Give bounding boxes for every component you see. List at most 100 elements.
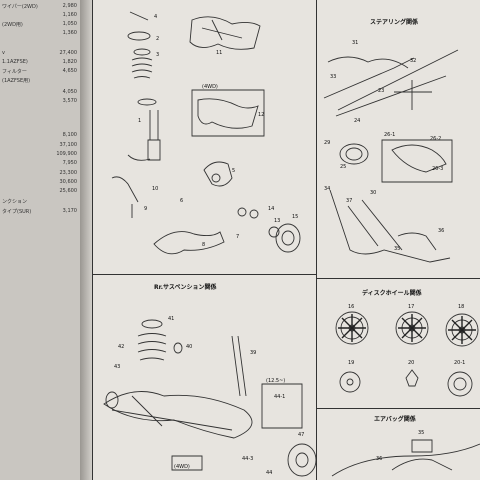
callout-12: 12: [258, 112, 265, 118]
price-row-value: 1,050: [62, 21, 77, 27]
callout-23: 23: [378, 88, 385, 94]
price-row: 109,900: [0, 151, 80, 158]
callout-9: 9: [144, 206, 148, 212]
parts-diagram: [103, 11, 480, 477]
callout-40: 40: [186, 344, 193, 350]
label-4wd-rear: (4WD): [174, 464, 190, 470]
price-row: 1.1AZFSE)1,820: [0, 59, 80, 66]
callout-24: 24: [354, 118, 361, 124]
disc-wheel-title: ディスクホイール関係: [362, 290, 422, 297]
price-row-name: 1.1AZFSE): [2, 59, 28, 65]
callout-33: 33: [330, 74, 337, 80]
callout-41: 41: [168, 316, 175, 322]
callout-15: 15: [292, 214, 299, 220]
price-row-name: ンクション: [2, 199, 28, 205]
label-12-5: (12.5~): [266, 378, 286, 384]
price-row: タイプ(SUR) 3,170: [0, 208, 80, 215]
price-row-name: v: [2, 50, 5, 56]
price-row-name: (1AZFSE用): [2, 78, 31, 84]
price-row-value: 4,650: [62, 68, 77, 74]
price-row: 8,100: [0, 132, 80, 139]
callout-44-3: 44-3: [242, 456, 254, 462]
price-row: 7,950: [0, 160, 80, 167]
callout-20: 20: [408, 360, 415, 366]
price-row-value: 1,160: [62, 12, 77, 18]
price-row: ワイパー(2WD) 2,980: [0, 3, 80, 10]
rear-suspension-title: Rr.サスペンション関係: [154, 284, 217, 291]
callout-airbag-36: 36: [376, 456, 383, 462]
callout-37: 37: [346, 198, 353, 204]
price-row: 25,600: [0, 188, 80, 195]
price-row: 3,570: [0, 98, 80, 105]
callout-17: 17: [408, 304, 415, 310]
divider-vertical-main: [92, 0, 94, 480]
price-row: 37,100: [0, 142, 80, 149]
price-row: フィルター 4,650: [0, 68, 80, 75]
divider-horizontal-left: [92, 274, 316, 276]
price-row-name: (2WD用): [2, 22, 23, 28]
callout-8: 8: [202, 242, 206, 248]
price-row: 23,300: [0, 170, 80, 177]
price-row: 1,160: [0, 12, 80, 19]
callout-20-1: 20-1: [454, 360, 466, 366]
callout-7: 7: [236, 234, 240, 240]
callout-35: 35: [394, 246, 401, 252]
callout-26-2: 26-2: [430, 136, 442, 142]
price-row: (1AZFSE用): [0, 77, 80, 84]
airbag-title: エアバッグ関係: [374, 416, 416, 423]
callout-14: 14: [268, 206, 275, 212]
divider-horizontal-right-1: [316, 278, 480, 280]
price-row-value: 37,100: [59, 142, 78, 148]
callout-1: 1: [138, 118, 142, 124]
callout-47: 47: [298, 432, 305, 438]
price-row: ンクション: [0, 198, 80, 205]
callout-44: 44: [266, 470, 273, 476]
label-4wd-front: (4WD): [202, 84, 218, 90]
callout-30: 30: [370, 190, 377, 196]
price-row-value: 23,300: [59, 170, 78, 176]
callout-32: 32: [410, 58, 417, 64]
price-row-name: ワイパー(2WD): [2, 4, 38, 10]
price-row-name: タイプ(SUR): [2, 209, 32, 215]
divider-horizontal-right-2: [316, 408, 480, 410]
price-row-value: 3,170: [62, 208, 77, 214]
steering-title: ステアリング関係: [370, 19, 419, 26]
price-row-value: 27,400: [59, 50, 78, 56]
callout-26-3: 26-3: [432, 166, 444, 172]
price-row: 4,050: [0, 89, 80, 96]
callout-10: 10: [152, 186, 159, 192]
divider-vertical-mid: [316, 0, 318, 480]
price-row: 30,600: [0, 179, 80, 186]
callout-36: 36: [438, 228, 445, 234]
callout-13: 13: [274, 218, 281, 224]
price-row-name: フィルター: [2, 69, 27, 75]
price-row-value: 2,980: [62, 3, 77, 9]
callout-43: 43: [114, 364, 121, 370]
price-row-value: 3,570: [62, 98, 77, 104]
callout-3: 3: [156, 52, 160, 58]
price-row-value: 1,360: [62, 30, 77, 36]
price-row: (2WD用) 1,050: [0, 21, 80, 28]
callout-29: 29: [324, 140, 331, 146]
price-row-value: 109,900: [56, 151, 77, 157]
callout-42: 42: [118, 344, 125, 350]
callout-31: 31: [352, 40, 359, 46]
callout-16: 16: [348, 304, 355, 310]
callout-25: 25: [340, 164, 347, 170]
callout-39: 39: [250, 350, 257, 356]
price-row: 1,360: [0, 30, 80, 37]
callout-26-1: 26-1: [384, 132, 396, 138]
callout-4: 4: [154, 14, 158, 20]
price-row-value: 7,950: [62, 160, 77, 166]
price-row-value: 30,600: [59, 179, 78, 185]
right-page: ステアリング関係 Rr.サスペンション関係 ディスクホイール関係 エアバッグ関係: [92, 0, 480, 480]
callout-11: 11: [216, 50, 223, 56]
price-row-value: 4,050: [62, 89, 77, 95]
callout-44-1: 44-1: [274, 394, 286, 400]
callout-5: 5: [232, 168, 236, 174]
price-row-value: 8,100: [62, 132, 77, 138]
price-row: v 27,400: [0, 50, 80, 57]
callout-18: 18: [458, 304, 465, 310]
price-row-value: 25,600: [59, 188, 78, 194]
callout-airbag-35: 35: [418, 430, 425, 436]
